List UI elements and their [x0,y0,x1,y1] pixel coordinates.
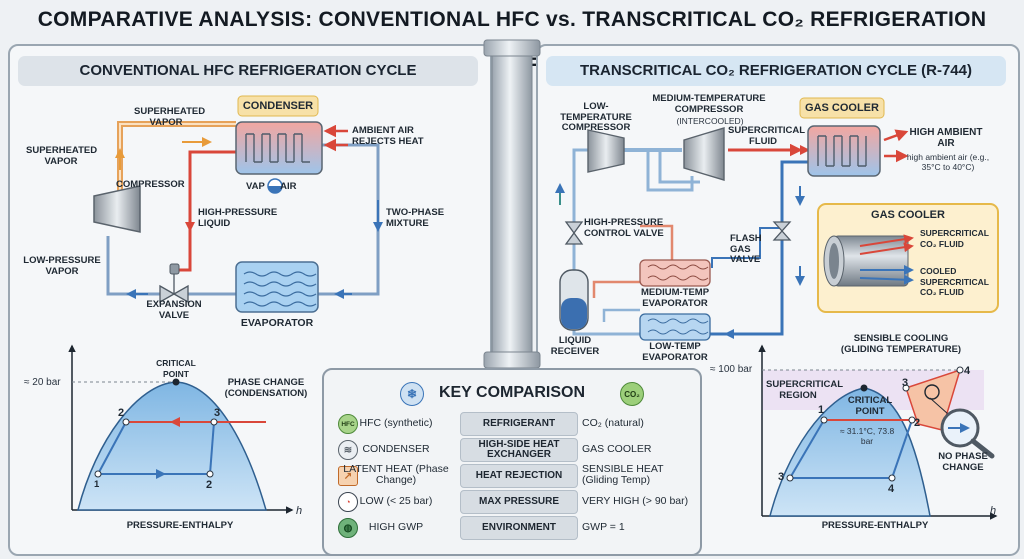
hfc-point-2-bottom: 2 [206,479,213,491]
gas-cooler-inset [817,203,999,313]
hfc-phase-change: PHASE CHANGE (CONDENSATION) [224,377,308,399]
key-mid: HEAT REJECTION [460,464,578,488]
hfc-ambient-air: AMBIENT AIR REJECTS HEAT [352,125,424,147]
hfc-compressor [93,185,141,233]
co2-point-1: 1 [818,404,825,416]
co2-gas-cooler-label: GAS COOLER [805,102,879,114]
lt-compressor-label: LOW-TEMPERATURE COMPRESSOR [560,101,632,133]
liquid-receiver-label: LIQUID RECEIVER [550,335,600,357]
key-mid: HIGH-SIDE HEAT EXCHANGER [460,438,578,462]
hfc-pressure-tick: ≈ 20 bar [24,377,61,388]
key-right: VERY HIGH (> 90 bar) [582,494,689,507]
hfc-point-2-top: 2 [118,407,125,419]
key-row-environment: ◍ HIGH GWP ENVIRONMENT GWP = 1 [324,514,700,540]
key-comparison-box: ❄ KEY COMPARISON CO₂ HFC HFC (synthetic)… [322,368,702,556]
key-left: LOW (< 25 bar) [359,494,433,507]
hfc-low-pressure-vapor: LOW-PRESSURE VAPOR [23,255,101,277]
hfc-evaporator [235,261,319,313]
key-right: CO₂ (natural) [582,416,644,429]
heat-rejection-icon: ↗ [338,466,358,486]
hfc-piping [106,121,380,296]
co2-point-4-top: 4 [964,365,971,377]
co2-ph-diagram [758,344,998,520]
hfc-vap-air: VAP AIR [246,181,297,192]
snowflake-icon: ❄ [400,382,424,406]
mt-evaporator-label: MEDIUM-TEMP EVAPORATOR [640,287,710,309]
flash-gas-valve-label: FLASH GAS VALVE [730,233,762,265]
hfc-compressor-label: COMPRESSOR [116,179,185,190]
key-left: LATENT HEAT (Phase Change) [343,463,449,486]
pressure-gauge-icon: ◔ [338,492,358,512]
co2-point-3-top: 3 [902,377,909,389]
liquid-receiver [559,269,589,331]
co2-sensible-cooling: SENSIBLE COOLING (GLIDING TEMPERATURE) [840,333,962,355]
supercritical-fluid-label: SUPERCRITICAL FLUID [728,125,806,147]
inset-supercritical: SUPERCRITICAL CO₂ FLUID [920,228,989,249]
hfc-expansion-valve [159,263,189,304]
globe-icon: ◍ [338,518,358,538]
mt-compressor-intercooled: (INTERCOOLED) [676,116,744,126]
co2-panel-header: TRANSCRITICAL CO₂ REFRIGERATION CYCLE (R… [546,56,1006,86]
hfc-superheated-vapor-top: SUPERHEATED VAPOR [134,106,206,128]
heat-exchanger-icon: ≋ [338,440,358,460]
hfc-critical-point: CRITICAL POINT [156,358,196,379]
hp-control-valve-label: HIGH-PRESSURE CONTROL VALVE [584,217,664,239]
co2-gas-cooler [807,125,881,177]
mt-compressor [683,127,725,181]
key-row-heat-rejection: ↗ LATENT HEAT (Phase Change) HEAT REJECT… [324,462,700,488]
hfc-high-pressure-liquid: HIGH-PRESSURE LIQUID [198,207,278,229]
key-left: CONDENSER [362,442,430,455]
hfc-point-1: 1 [94,479,100,490]
co2-pressure-tick: ≈ 100 bar [710,364,753,375]
key-left: HIGH GWP [368,520,424,533]
hp-control-valve [564,221,584,245]
key-right: GAS COOLER [582,442,652,455]
lt-compressor [587,129,625,173]
divider-pipe [491,39,533,369]
high-ambient-note: high ambient air (e.g., 35°C to 40°C) [906,152,990,172]
lt-evaporator-label: LOW-TEMP EVAPORATOR [642,341,708,363]
co2-axis-h: h [990,505,997,517]
hfc-point-3: 3 [214,407,221,419]
inset-cooled: COOLED SUPERCRITICAL CO₂ FLUID [920,266,989,297]
mt-compressor-label: MEDIUM-TEMPERATURE COMPRESSOR [652,93,766,115]
co2-supercritical-region: SUPERCRITICAL REGION [766,379,844,401]
co2-molecule-icon: CO₂ [620,382,644,406]
hfc-ph-caption: PRESSURE-ENTHALPY [126,520,234,531]
co2-ph-caption: PRESSURE-ENTHALPY [821,520,929,531]
hfc-panel-header: CONVENTIONAL HFC REFRIGERATION CYCLE [18,56,478,86]
key-row-max-pressure: ◔ LOW (< 25 bar) MAX PRESSURE VERY HIGH … [324,488,700,514]
inset-title: GAS COOLER [871,209,945,221]
key-comparison-title: KEY COMPARISON [438,384,586,401]
key-right: GWP = 1 [582,520,625,533]
hfc-superheated-vapor-left: SUPERHEATED VAPOR [26,145,98,167]
co2-point-4-bottom: 4 [888,483,895,495]
co2-no-phase-change: NO PHASE CHANGE [938,451,988,473]
key-left: HFC (synthetic) [359,416,433,429]
hfc-expansion-valve-label: EXPANSION VALVE [146,299,202,321]
key-row-heat-exchanger: ≋ CONDENSER HIGH-SIDE HEAT EXCHANGER GAS… [324,436,700,462]
key-mid: ENVIRONMENT [460,516,578,540]
hfc-axis-h: h [296,505,303,517]
high-ambient-air: HIGH AMBIENT AIR [909,127,983,149]
co2-point-2: 2 [914,417,921,429]
co2-critical-values: ≈ 31.1°C, 73.8 bar [839,426,895,446]
hfc-ph-diagram [68,344,294,514]
key-mid: REFRIGERANT [460,412,578,436]
hfc-evaporator-label: EVAPORATOR [240,317,314,329]
hfc-two-phase: TWO-PHASE MIXTURE [386,207,445,229]
co2-critical-point: CRITICAL POINT [847,395,893,417]
lt-evaporator [639,313,711,341]
key-mid: MAX PRESSURE [460,490,578,514]
hfc-badge-icon: HFC [338,414,358,434]
flash-gas-valve [772,221,792,241]
key-right: SENSIBLE HEAT (Gliding Temp) [582,463,664,486]
hfc-condenser [235,121,323,175]
mt-evaporator [639,259,711,287]
co2-point-3-bottom: 3 [778,471,785,483]
key-row-refrigerant: HFC HFC (synthetic) REFRIGERANT CO₂ (nat… [324,410,700,436]
hfc-condenser-label: CONDENSER [242,100,314,112]
